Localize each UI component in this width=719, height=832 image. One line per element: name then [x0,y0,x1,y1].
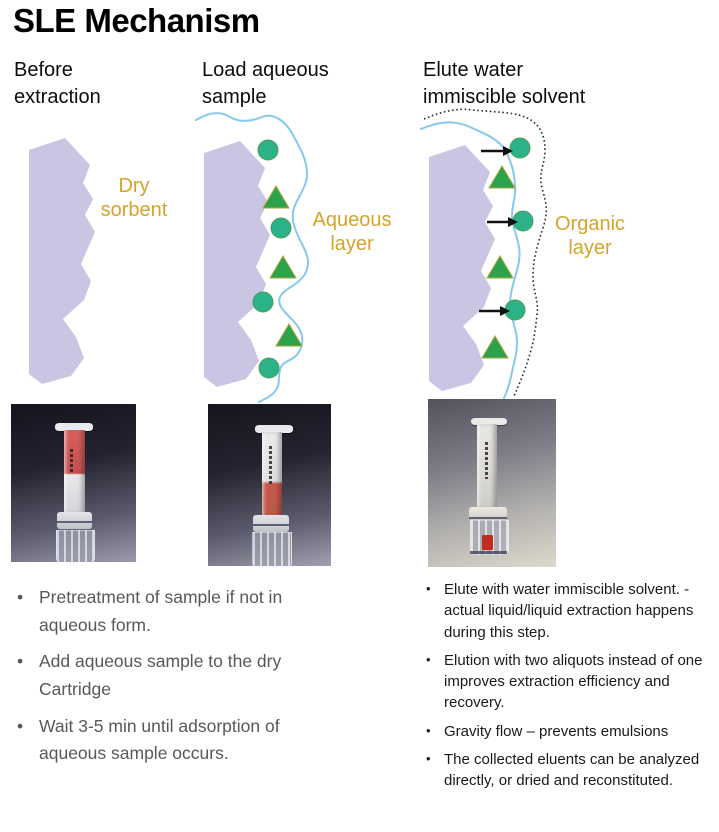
diagram-before-extraction [29,138,95,384]
diagram-elute-solvent [420,108,548,399]
aqueous-film-line [195,112,310,403]
matrix-triangle [262,185,290,209]
elution-arrow [479,306,510,316]
cartridge-label-text [485,442,488,479]
cartridge-flange [255,425,293,433]
bullet-item: The collected eluents can be analyzed di… [424,749,716,792]
cartridge-flange [471,418,507,425]
column-header-load-sample: Load aqueous sample [202,59,329,108]
cartridge-photo-sample-loaded [11,404,136,562]
cartridge-barrel [64,430,85,513]
sorbent-shape [429,145,495,391]
sorbent-shape [29,138,95,384]
elution-arrow [487,217,518,227]
tube-bottom-ring [470,551,507,554]
adapter-ring [57,521,92,523]
organic-solvent-dotted-line [423,108,548,397]
bullet-item: Elute with water immiscible solvent. - a… [424,579,716,643]
left-bullet-list: Pretreatment of sample if not in aqueous… [14,584,334,777]
cartridge-label-text [269,446,272,486]
matrix-triangle [269,255,297,279]
cartridge-adapter [57,512,92,529]
dry-sorbent-label: Dry sorbent [100,175,168,221]
matrix-triangle [481,335,509,359]
cartridge-adapter [253,515,289,532]
matrix-triangle [488,165,516,189]
collection-tube [56,530,95,562]
page-title: SLE Mechanism [13,2,260,39]
collection-tube [252,532,292,566]
right-bullet-list: Elute with water immiscible solvent. - a… [424,579,716,799]
aqueous-film-line [420,121,521,399]
analyte-circle [252,291,274,313]
elution-arrow [481,146,513,156]
cartridge-flange [55,423,93,431]
cartridge-photo-sample-adsorbed [208,404,331,566]
adapter-ring [253,524,289,526]
column-header-before-extraction: Before extraction [14,59,101,108]
analyte-circle [509,137,531,159]
bullet-item: Gravity flow – prevents emulsions [424,721,716,742]
adapter-ring [469,517,507,519]
aqueous-layer-label: Aqueous layer [312,209,392,255]
cartridge-barrel [262,432,282,530]
bullet-item: Pretreatment of sample if not in aqueous… [14,584,334,639]
bullet-item: Elution with two aliquots instead of one… [424,650,716,714]
cartridge-photo-eluent-collected [428,399,556,567]
analyte-circle [258,357,280,379]
column-header-elute-solvent: Elute water immiscible solvent [423,59,586,108]
organic-layer-label: Organic layer [554,213,626,259]
matrix-triangle [275,323,303,347]
cartridge-label-text [70,449,73,472]
analyte-circle [257,139,279,161]
analyte-circle [270,217,292,239]
sorbent-shape [204,141,270,387]
bullet-item: Add aqueous sample to the dry Cartridge [14,648,334,703]
collected-red-eluent [482,535,493,550]
cartridge-adapter [469,507,507,520]
bullet-item: Wait 3-5 min until adsorption of aqueous… [14,713,334,768]
matrix-triangle [486,255,514,279]
diagram-load-aqueous-sample [195,112,310,403]
